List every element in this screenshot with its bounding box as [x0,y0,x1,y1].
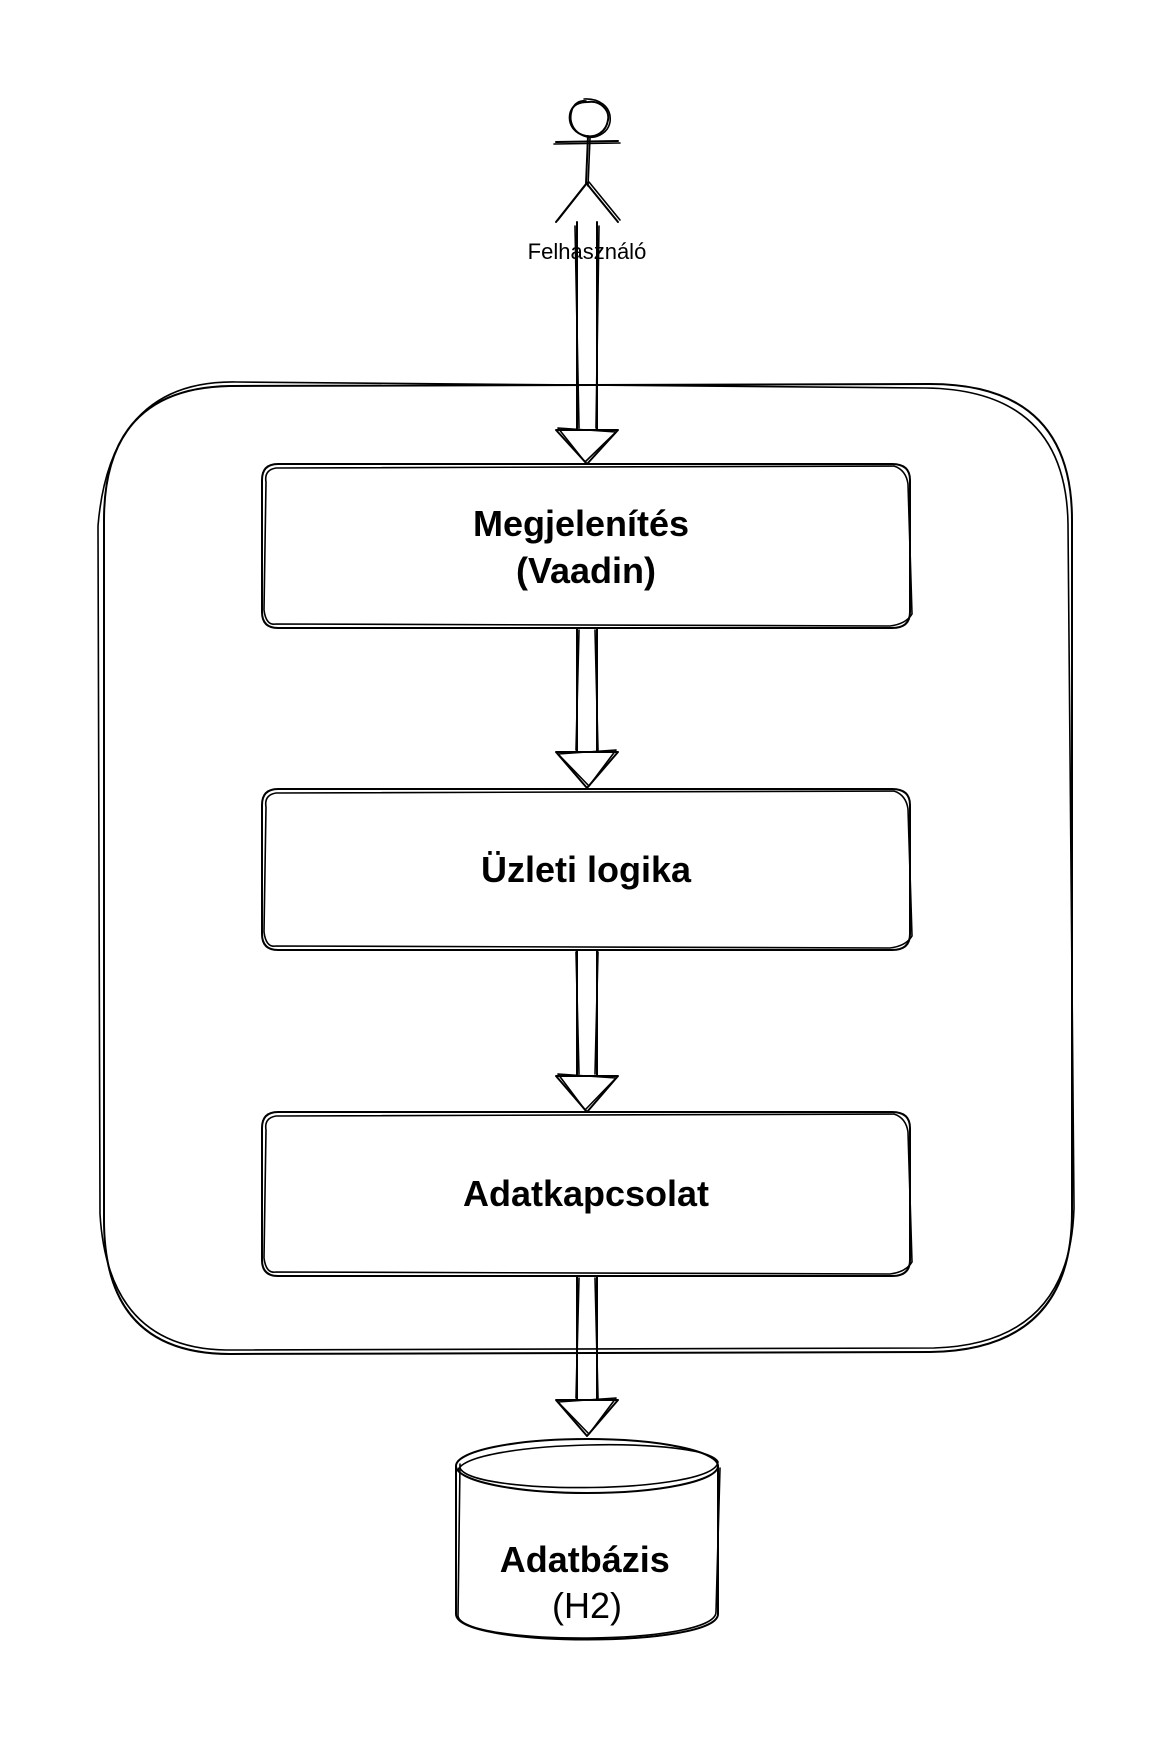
application-container [97,381,1075,1355]
svg-text:Adatbázis (H2): Adatbázis (H2) [500,1539,675,1626]
database-cylinder: Adatbázis (H2) [455,1438,721,1641]
arrow-user-to-presentation [555,221,619,465]
presentation-layer-title: Megjelenítés [473,503,689,544]
presentation-layer-box: Megjelenítés (Vaadin) [261,463,913,629]
arrow-logic-to-data-access [555,949,619,1113]
business-logic-layer-title: Üzleti logika [481,849,692,890]
arrow-data-access-to-database [555,1275,619,1437]
presentation-layer-subtitle: (Vaadin) [516,550,656,591]
business-logic-layer-box: Üzleti logika [261,788,913,951]
database-title: Adatbázis [500,1539,670,1580]
user-actor: Felhasználó [528,98,647,264]
arrow-presentation-to-logic [555,627,619,789]
svg-text:Megjelenítés (Vaadin): Megjelenítés (Vaadin) [473,503,699,591]
user-icon [553,98,621,223]
data-access-layer-box: Adatkapcsolat [261,1111,913,1277]
database-subtitle: (H2) [552,1585,622,1626]
data-access-layer-title: Adatkapcsolat [463,1173,709,1214]
actor-label: Felhasználó [528,239,647,264]
